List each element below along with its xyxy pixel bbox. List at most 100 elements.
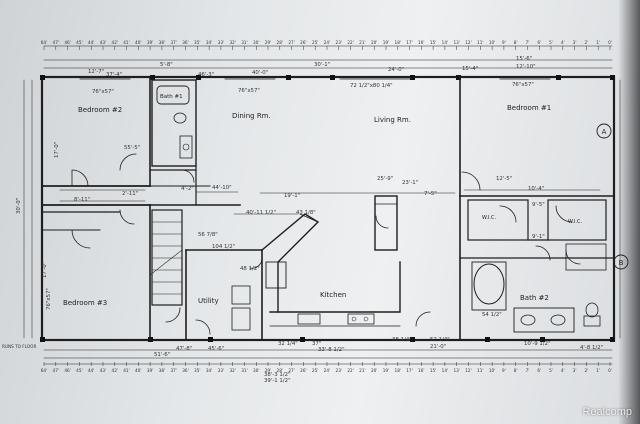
dim-interior-15: 56 7/8" [198,232,218,238]
room-label-kitchen: Kitchen [320,291,346,299]
dim-top-overall: 30'-1" [314,62,330,68]
dim-top-d2: 37'-4" [106,72,122,78]
dim-interior-5: 23'-1" [402,180,418,186]
dim-interior-8: 4'-2" [181,186,194,192]
ruler-label: 13' [453,40,459,45]
ruler-label: 34' [206,40,212,45]
ruler-label: 26' [300,40,306,45]
room-label-wic-left: W.I.C. [482,215,497,221]
stairs [149,221,183,295]
ruler-label: 45' [76,368,82,373]
ruler-label: 17' [406,40,412,45]
ruler-label: 13' [453,368,459,373]
dim-bottom-7: 52 1/4" [430,337,450,343]
ruler-label: 41' [123,368,129,373]
dim-window-3: 72 1/2"x80 1/4" [350,83,393,89]
ruler-label: 7' [526,40,530,45]
ruler-label: 36' [182,368,188,373]
ruler-label: 16' [418,368,424,373]
ruler-label: 44' [88,40,94,45]
ruler-label: 47' [53,368,59,373]
dim-interior-19: 9'-1" [532,234,545,240]
ruler-label: 20' [371,368,377,373]
ruler-label: 24' [324,368,330,373]
dim-bottom-12: 10'-9 1/2" [524,341,551,347]
ruler-label: 35' [194,368,200,373]
dim-window-2: 76"x57" [238,88,260,94]
room-label-bedroom-1: Bedroom #1 [507,104,551,112]
room-label-bedroom-3: Bedroom #3 [63,299,107,307]
ruler-label: 11' [477,40,483,45]
ruler-label: 20' [371,40,377,45]
ruler-label: 28' [277,368,283,373]
ruler-label: 19' [383,368,389,373]
room-label-wic-right: W.I.C. [568,219,583,225]
ruler-label: 8' [514,368,518,373]
ruler-label: 37' [170,40,176,45]
dim-bottom-10: 39'-1 1/2" [264,378,291,384]
dim-interior-11: 8'-11" [74,197,90,203]
dim-bottom-6: 38 1/4" [392,337,412,343]
ruler-label: 14' [442,40,448,45]
dim-left-overall: 30'-0" [16,198,22,214]
ruler-label: 11' [477,368,483,373]
dim-top-d1: 12'-7" [88,69,104,75]
ruler-label: 32' [229,40,235,45]
dim-top-d5: 40'-0" [252,70,268,76]
dim-interior-4: 12'-5" [496,176,512,182]
ruler-label: 43' [100,40,106,45]
ruler-label: 16' [418,40,424,45]
dim-window-4: 76"x57" [512,82,534,88]
ruler-label: 3' [573,368,577,373]
ruler-label: 44' [88,368,94,373]
ruler-label: 64' [41,368,47,373]
ruler-label: 15' [430,368,436,373]
watermark: Realcomp [582,406,632,418]
dim-interior-10: 2'-11" [122,191,138,197]
ruler-label: 31' [241,368,247,373]
ruler-label: 40' [135,368,141,373]
ruler-label: 10' [489,368,495,373]
dim-bottom-8: 33'-8 1/2" [318,347,345,353]
ruler-label: 42' [112,40,118,45]
ruler-label: 34' [206,368,212,373]
dim-top-d8: 15'-6" [516,56,532,62]
dim-left-1: 17'-0" [54,142,60,158]
dim-bottom-3: 45'-6" [208,346,224,352]
ruler-label: 33' [218,40,224,45]
ruler-label: 23' [336,40,342,45]
ruler-label: 42' [112,368,118,373]
section-marker-a: A [602,128,607,136]
ruler-label: 9' [502,368,506,373]
ruler-label: 17' [406,368,412,373]
dim-bottom-2: 47'-8" [176,346,192,352]
ruler-label: 19' [383,40,389,45]
ruler-label: 12' [465,368,471,373]
ruler-label: 32' [229,368,235,373]
ruler-label: 25' [312,40,318,45]
dim-interior-12: 104 1/2" [212,244,235,250]
dim-interior-14: 43 1/8" [296,210,316,216]
dim-interior-7: 44'-10" [212,185,232,191]
ruler-label: 41' [123,40,129,45]
ruler-label: 64' [41,40,47,45]
room-label-dining: Dining Rm. [232,112,271,120]
room-label-bath-2: Bath #2 [520,294,549,302]
ruler-label: 24' [324,40,330,45]
ruler-label: 10' [489,40,495,45]
room-label-living: Living Rm. [374,116,411,124]
photo-edge-shadow [618,0,640,424]
ruler-label: 46' [64,40,70,45]
ruler-label: 40' [135,40,141,45]
dim-interior-1: 19'-1" [284,193,300,199]
dim-interior-13: 40'-11 1/2" [246,210,276,216]
dim-bottom-4: 32 1/4" [278,341,298,347]
ruler-label: 38' [159,40,165,45]
ruler-label: 5' [549,368,553,373]
ruler-label: 22' [347,368,353,373]
ruler-label: 37' [170,368,176,373]
room-label-bedroom-2: Bedroom #2 [78,106,122,114]
ruler-label: 12' [465,40,471,45]
